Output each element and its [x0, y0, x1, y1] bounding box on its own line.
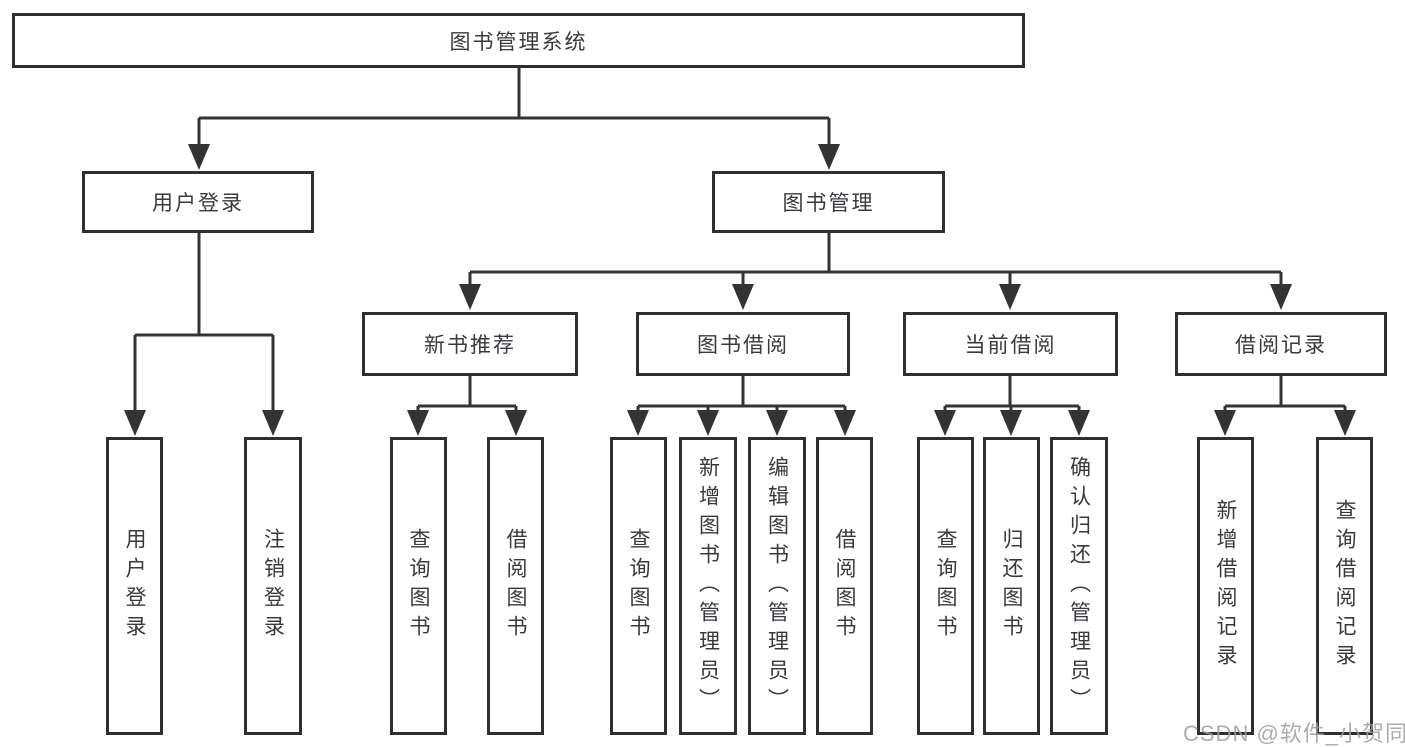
leaf-add-borrow-record: 新增借阅记录: [1197, 437, 1254, 735]
node-user-login: 用户登录: [82, 171, 314, 233]
leaf-add-books-admin: 新增图书（管理员）: [679, 437, 737, 735]
leaf-query-books-recommend: 查询图书: [390, 437, 447, 735]
connector-book-mgmt-children: [459, 233, 1292, 310]
leaf-confirm-return-admin: 确认归还（管理员）: [1050, 437, 1108, 735]
leaf-user-login: 用户登录: [106, 437, 163, 735]
node-book-management: 图书管理: [712, 171, 945, 233]
leaf-logout: 注销登录: [244, 437, 302, 735]
leaf-query-books-borrowing: 查询图书: [610, 437, 667, 735]
leaf-borrow-books-recommend: 借阅图书: [487, 437, 544, 735]
leaf-return-books: 归还图书: [983, 437, 1040, 735]
connector-user-login-children: [124, 233, 284, 436]
connector-book-borrow-children: [627, 376, 856, 436]
node-current-borrowing: 当前借阅: [903, 312, 1118, 376]
node-new-book-recommend: 新书推荐: [362, 312, 578, 376]
csdn-watermark: CSDN @软件_小贺同学: [1183, 721, 1405, 746]
connector-new-book-children: [407, 376, 527, 436]
connector-current-borrow-children: [934, 376, 1090, 436]
leaf-query-borrow-record: 查询借阅记录: [1316, 437, 1373, 735]
node-root-system: 图书管理系统: [12, 13, 1025, 68]
node-borrowing-records: 借阅记录: [1175, 312, 1387, 376]
leaf-edit-books-admin: 编辑图书（管理员）: [748, 437, 806, 735]
leaf-borrow-books: 借阅图书: [816, 437, 873, 735]
leaf-query-books-current: 查询图书: [917, 437, 974, 735]
node-book-borrowing: 图书借阅: [636, 312, 850, 376]
connector-root-to-level2: [188, 66, 840, 170]
connector-borrow-records-children: [1214, 376, 1356, 436]
